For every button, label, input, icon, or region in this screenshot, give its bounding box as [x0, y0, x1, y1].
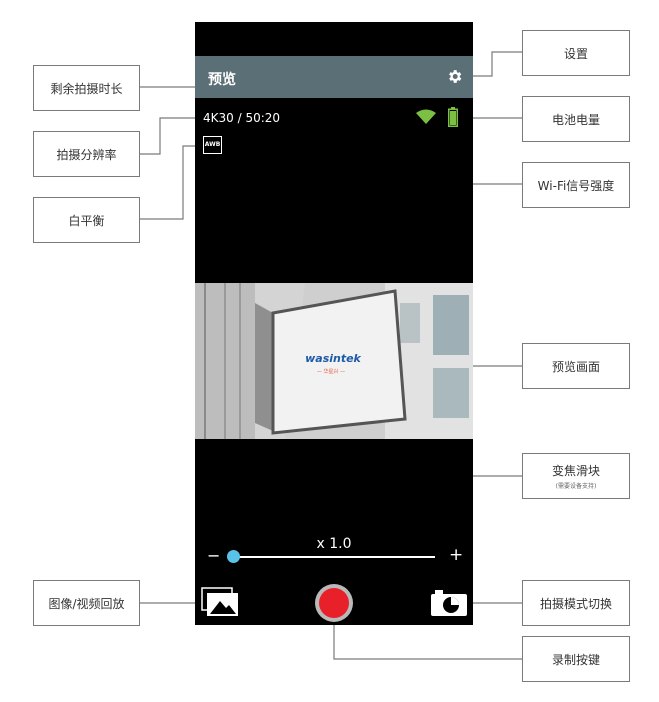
callout-zoom-slider-note: (需要设备支持) — [555, 483, 597, 490]
callout-record-label: 录制按键 — [551, 652, 600, 667]
gallery-icon[interactable] — [201, 587, 239, 617]
resolution-time-text: 4K30 / 50:20 — [203, 111, 281, 125]
callout-capture-mode: 拍摄模式切换 — [522, 580, 630, 626]
awb-badge[interactable]: AWB — [203, 136, 222, 154]
gear-icon[interactable] — [446, 68, 463, 85]
wifi-icon — [416, 109, 436, 124]
callout-battery: 电池电量 — [522, 96, 630, 142]
callout-record: 录制按键 — [522, 636, 630, 682]
callout-remaining-time-label: 剩余拍摄时长 — [50, 81, 123, 96]
header-bar: 预览 — [195, 56, 473, 98]
record-button[interactable] — [315, 584, 353, 622]
header-title: 预览 — [208, 72, 236, 88]
zoom-in-button[interactable]: + — [449, 545, 464, 565]
callout-wifi-label: Wi-Fi信号强度 — [537, 178, 615, 193]
camera-switch-icon[interactable] — [431, 590, 467, 616]
callout-zoom-slider: 变焦滑块 (需要设备支持) — [522, 453, 630, 499]
preview-scene: wasintek — 华星兴 — — [195, 283, 473, 439]
callout-resolution: 拍摄分辨率 — [33, 131, 140, 177]
callout-zoom-slider-label: 变焦滑块 — [551, 464, 600, 478]
phone-screen: 预览 4K30 / 50:20 AWB wa — [195, 22, 473, 625]
sign-tagline: — 华星兴 — — [317, 368, 345, 375]
callout-white-balance: 白平衡 — [33, 197, 140, 243]
preview-image: wasintek — 华星兴 — — [195, 283, 473, 439]
callout-remaining-time: 剩余拍摄时长 — [33, 65, 140, 111]
callout-playback-label: 图像/视频回放 — [48, 596, 125, 611]
battery-icon — [448, 107, 458, 127]
record-button-inner — [319, 588, 349, 618]
callout-battery-label: 电池电量 — [551, 112, 600, 127]
zoom-value: x 1.0 — [316, 536, 352, 552]
zoom-out-button[interactable]: − — [207, 546, 221, 565]
callout-settings: 设置 — [522, 30, 630, 76]
callout-settings-label: 设置 — [563, 46, 588, 61]
callout-white-balance-label: 白平衡 — [68, 213, 105, 228]
zoom-slider-thumb[interactable] — [227, 550, 240, 563]
zoom-slider-track[interactable] — [233, 556, 435, 558]
callout-preview: 预览画面 — [522, 343, 630, 389]
callout-wifi: Wi-Fi信号强度 — [522, 162, 630, 208]
callout-preview-label: 预览画面 — [551, 359, 600, 374]
callout-capture-mode-label: 拍摄模式切换 — [539, 596, 612, 611]
callout-playback: 图像/视频回放 — [33, 580, 140, 626]
callout-resolution-label: 拍摄分辨率 — [56, 147, 117, 162]
sign-brand: wasintek — [305, 352, 361, 365]
